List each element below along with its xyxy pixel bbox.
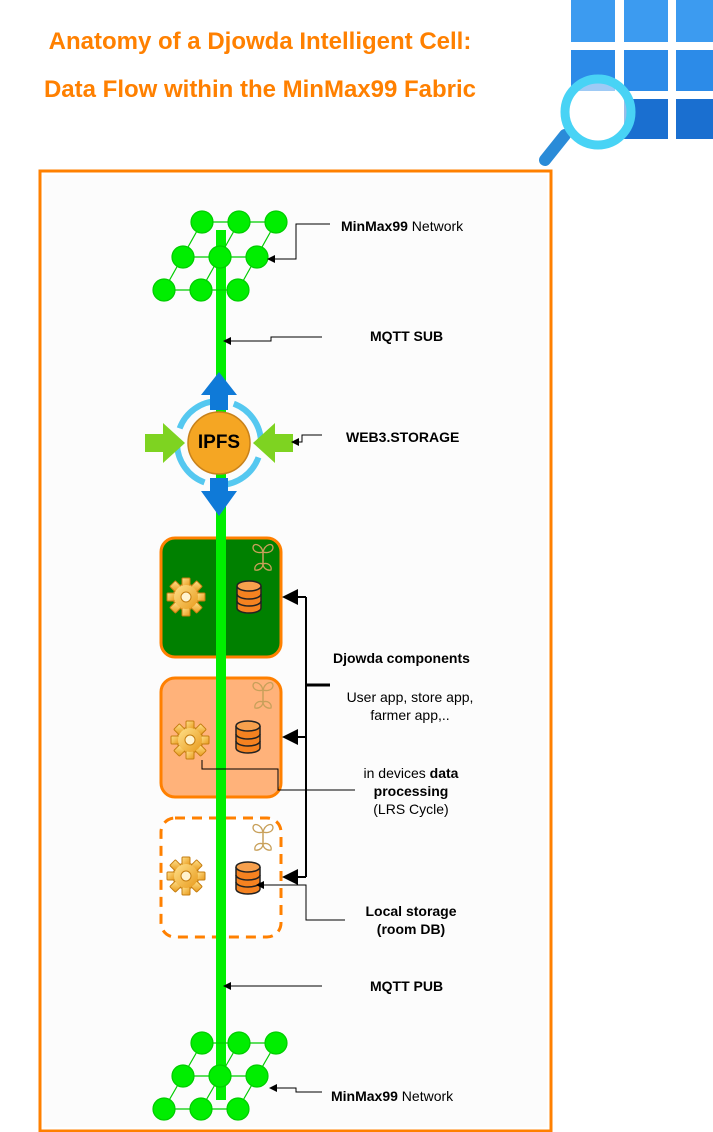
database-icon — [235, 861, 261, 895]
gear-icon — [166, 577, 206, 617]
network-top-label: MinMax99 Network — [341, 217, 463, 235]
network-top-label-rest: Network — [407, 218, 464, 234]
title-line-1: Anatomy of a Djowda Intelligent Cell: — [48, 28, 472, 55]
processing-label: in devices data processing (LRS Cycle) — [330, 764, 492, 818]
components-title: Djowda components — [333, 650, 470, 666]
ipfs-hub — [145, 372, 293, 516]
ipfs-label: IPFS — [197, 432, 241, 453]
local-storage-line-2: (room DB) — [376, 921, 446, 937]
cell-frame — [38, 169, 553, 1132]
local-storage-label: Local storage (room DB) — [340, 902, 482, 938]
components-subtitle-line-2: farmer app,.. — [370, 707, 450, 723]
bottom-network-mesh — [152, 1031, 288, 1121]
database-icon — [235, 720, 261, 754]
components-bracket — [282, 589, 330, 885]
network-bottom-label: MinMax99 Network — [331, 1087, 453, 1105]
components-subtitle-line-1: User app, store app, — [346, 689, 474, 705]
web3-storage-label: WEB3.STORAGE — [346, 429, 460, 445]
network-bottom-label-bold: MinMax99 — [331, 1088, 398, 1104]
components-subtitle: User app, store app, farmer app,.. — [322, 688, 498, 724]
title-line-2: Data Flow within the MinMax99 Fabric — [43, 76, 477, 103]
mqtt-sub-label: MQTT SUB — [370, 328, 444, 344]
network-bottom-label-rest: Network — [397, 1088, 454, 1104]
local-storage-line-1: Local storage — [365, 903, 457, 919]
mqtt-pub-label: MQTT PUB — [370, 978, 444, 994]
processing-bold-2: processing — [373, 783, 449, 799]
gear-icon — [170, 720, 210, 760]
processing-pre: in devices — [363, 765, 430, 781]
connector-lines — [201, 223, 355, 1093]
top-network-mesh — [152, 210, 288, 302]
azure-search-icon — [539, 0, 713, 166]
network-top-label-bold: MinMax99 — [341, 218, 408, 234]
processing-bold-1: data — [429, 765, 459, 781]
gear-icon — [166, 856, 206, 896]
processing-line-3: (LRS Cycle) — [373, 801, 449, 817]
database-icon — [236, 580, 262, 614]
